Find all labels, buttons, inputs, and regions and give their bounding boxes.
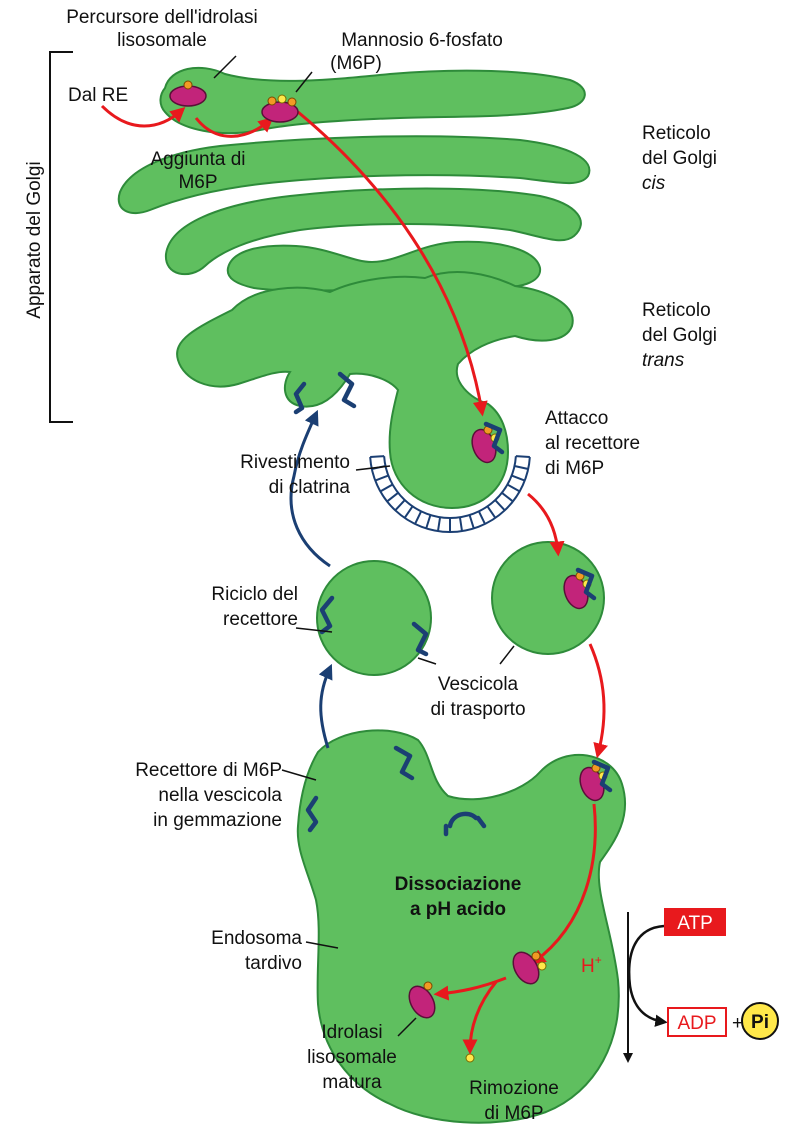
label-trans-2: del Golgi: [642, 325, 717, 346]
leader-vesicle-left: [418, 658, 436, 664]
label-trans-1: Reticolo: [642, 300, 711, 321]
label-cis-2: del Golgi: [642, 148, 717, 169]
clathrin-segment: [479, 511, 485, 524]
label-clathrin-2: di clatrina: [269, 477, 351, 498]
label-endosome-2: tardivo: [245, 953, 302, 974]
clathrin-segment: [395, 500, 405, 510]
clathrin-segment: [512, 476, 525, 481]
golgi-bracket: [50, 52, 73, 422]
recycle-vesicle: [317, 561, 431, 675]
label-recycle-2: recettore: [223, 609, 298, 630]
label-vesicle-2: di trasporto: [430, 699, 525, 720]
label-hydrolase-3: matura: [322, 1072, 382, 1093]
label-clathrin-1: Rivestimento: [240, 452, 350, 473]
label-m6p-2: (M6P): [330, 53, 382, 74]
golgi-title: Apparato del Golgi: [24, 161, 45, 318]
clathrin-segment: [415, 511, 421, 524]
label-precursor-1: Percursore dell'idrolasi: [66, 7, 258, 28]
clathrin-segment: [370, 456, 384, 457]
clathrin-segment: [514, 466, 528, 469]
label-from-er: Dal RE: [68, 85, 128, 106]
label-attach-1: Attacco: [545, 408, 608, 429]
clathrin-segment: [516, 456, 530, 457]
label-precursor-2: lisosomale: [117, 30, 207, 51]
label-add-m6p-2: M6P: [178, 172, 217, 193]
label-dissoc-1: Dissociazione: [395, 874, 522, 895]
clathrin-segment: [487, 506, 495, 518]
label-attach-3: di M6P: [545, 458, 604, 479]
atp-label: ATP: [677, 913, 713, 934]
pi-label: Pi: [751, 1012, 769, 1033]
clathrin-segment: [375, 476, 388, 481]
label-recycle-1: Riciclo del: [211, 584, 298, 605]
clathrin-segment: [502, 493, 513, 502]
label-m6p-1: Mannosio 6-fosfato: [341, 30, 503, 51]
clathrin-segment: [470, 515, 474, 528]
clathrin-segment: [426, 515, 430, 528]
label-cis-1: Reticolo: [642, 123, 711, 144]
leader-vesicle-right: [500, 646, 514, 664]
label-add-m6p-1: Aggiunta di: [150, 149, 245, 170]
label-budding-3: in gemmazione: [153, 810, 282, 831]
cis-cisterna-1: [160, 68, 584, 133]
label-vesicle-1: Vescicola: [438, 674, 519, 695]
released-phosphate: [466, 1054, 474, 1062]
label-budding-2: nella vescicola: [158, 785, 282, 806]
label-removal-2: di M6P: [484, 1103, 543, 1124]
label-hydrolase-2: lisosomale: [307, 1047, 397, 1068]
label-attach-2: al recettore: [545, 433, 640, 454]
adp-label: ADP: [677, 1013, 716, 1034]
arrow-to-endosome: [590, 644, 604, 754]
clathrin-segment: [405, 506, 413, 518]
label-hydrolase-1: Idrolasi: [321, 1022, 382, 1043]
arrow-recycle-up: [321, 668, 330, 748]
label-endosome-1: Endosoma: [211, 928, 302, 949]
clathrin-segment: [438, 517, 440, 531]
label-trans-3: trans: [642, 350, 685, 371]
label-dissoc-2: a pH acido: [410, 899, 506, 920]
clathrin-segment: [460, 517, 462, 531]
label-removal-1: Rimozione: [469, 1078, 559, 1099]
clathrin-segment: [507, 485, 519, 492]
clathrin-segment: [380, 485, 392, 492]
clathrin-segment: [495, 500, 505, 510]
label-cis-3: cis: [642, 173, 666, 194]
label-budding-1: Recettore di M6P: [135, 760, 282, 781]
clathrin-segment: [387, 493, 398, 502]
atp-hydrolysis-arrow: [629, 926, 664, 1022]
